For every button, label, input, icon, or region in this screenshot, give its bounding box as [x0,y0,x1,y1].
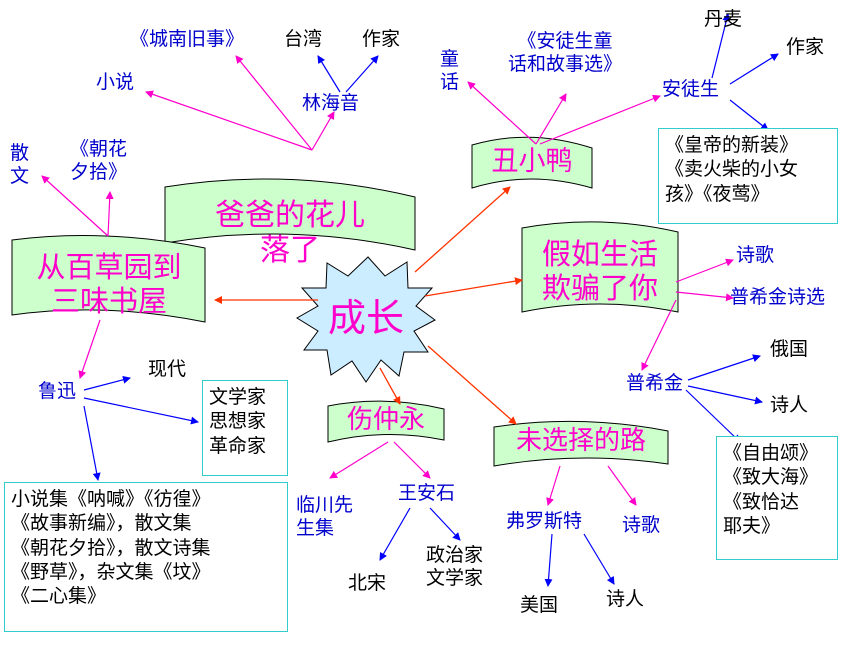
label-meiguo: 美国 [520,594,559,616]
label-luxun: 鲁迅 [38,380,77,402]
banner-shape-weixuanze [493,420,669,467]
box-pushijin-works: 《自由颂》 《致大海》 《致恰达 耶夫》 [716,436,838,560]
banner-jiaru: 假如生活 欺骗了你 [541,237,658,306]
banner-chouxiaoya: 丑小鸭 [491,146,573,177]
label-wanganshi: 王安石 [398,482,456,504]
arrow-wanganshi-beisong [379,507,411,561]
arrow-baihe-sanwen [41,175,109,237]
arrow-baihe-zhaohua [105,191,114,237]
arrow-luxun-works [83,405,101,481]
arrow-pushijin-works [685,389,741,443]
box-luxun-roles: 文学家 思想家 革命家 [202,380,288,476]
banner-zhongyong: 伤仲永 [346,405,425,435]
label-zhaohua: 《朝花 夕拾》 [70,138,128,183]
label-danmai: 丹麦 [704,8,743,30]
arrow-baba-xiaoshuo [145,90,313,151]
label-beisong: 北宋 [348,572,387,594]
label-antusheng-work: 《安徒生童 话和故事选》 [508,30,623,75]
center-starburst [296,256,436,383]
label-chengnan: 《城南旧事》 [130,28,245,50]
arrow-chouxiaoya-tonghua [467,81,537,145]
label-pushijin: 普希金 [626,372,684,394]
arrow-pushijin-shiren [687,385,763,405]
label-shiren-2: 诗人 [606,588,645,610]
label-fuluosite: 弗罗斯特 [506,510,583,532]
label-zuojia-1: 作家 [362,28,401,50]
arrow-luxun-roles [83,397,199,425]
arrow-fuluosite-shiren [583,533,615,585]
arrow-jiaru-shixuan [675,291,734,302]
banner-baba: 爸爸的花儿 落了 [215,198,365,269]
label-linhaiyin: 林海音 [302,92,360,114]
arrow-center-chouxiaoya [414,186,511,273]
arrow-baihe-luxun [78,319,101,379]
banner-shape-baihe [11,235,206,323]
arrow-baba-linhaiyin [311,111,335,151]
arrow-chouxiaoya-work [535,93,567,145]
label-antusheng: 安徒生 [662,78,720,100]
arrow-center-jiaru [424,277,523,297]
arrow-linhaiyin-taiwan [317,55,341,93]
arrow-baba-chengnan [235,55,313,151]
banner-weixuanze: 未选择的路 [515,426,646,456]
banner-shape-zhongyong [327,400,445,443]
label-shige-1: 诗歌 [736,244,775,266]
banner-shape-jiaru [521,221,679,313]
arrow-wanganshi-zhengzhijia [429,507,461,541]
box-luxun-works: 小说集《呐喊》《彷徨》 《故事新编》，散文集 《朝花夕拾》，散文诗集 《野草》，… [4,482,288,632]
label-xiaoshuo: 小说 [96,71,135,93]
label-shiren-1: 诗人 [770,394,809,416]
arrow-antusheng-zuojia [729,53,779,85]
arrow-jiaru-pushijin [641,299,677,371]
arrow-weixuanze-fuluosite [546,465,561,506]
arrow-center-zhongyong [379,367,401,405]
label-linchuan: 临川先 生集 [296,494,354,539]
label-tonghua: 童 话 [440,48,460,93]
label-zuojia-2: 作家 [786,36,825,58]
box-antusheng-works: 《皇帝的新装》 《卖火柴的小女 孩》《夜莺》 [658,128,838,224]
banner-shape-baba [164,178,416,251]
label-sanwen: 散 文 [10,142,30,187]
label-eguo: 俄国 [770,338,809,360]
label-xiandai: 现代 [148,358,187,380]
arrow-antusheng-works [729,99,769,131]
arrow-chouxiaoya-antusheng [539,94,661,145]
arrow-linhaiyin-zuojia [345,55,379,93]
banner-baihe: 从百草园到 三味书屋 [36,250,182,319]
arrow-luxun-xiandai [83,375,131,391]
arrow-weixuanze-shige [607,465,637,506]
arrow-jiaru-shige [675,258,734,283]
arrow-zhongyong-linchuan [329,441,389,479]
banner-shape-chouxiaoya [471,136,593,189]
center-label: 成长 [327,296,404,340]
arrow-antusheng-danmai [711,13,731,79]
label-shige-2: 诗歌 [622,514,661,536]
arrow-pushijin-eguo [687,354,761,381]
arrow-fuluosite-meiguo [544,533,553,587]
label-taiwan: 台湾 [284,28,323,50]
arrow-center-weixuanze [427,345,517,425]
arrow-zhongyong-wanganshi [393,441,431,479]
label-pushijin-shixuan: 普希金诗选 [730,286,826,308]
label-zhengzhijia: 政治家 文学家 [426,544,484,589]
